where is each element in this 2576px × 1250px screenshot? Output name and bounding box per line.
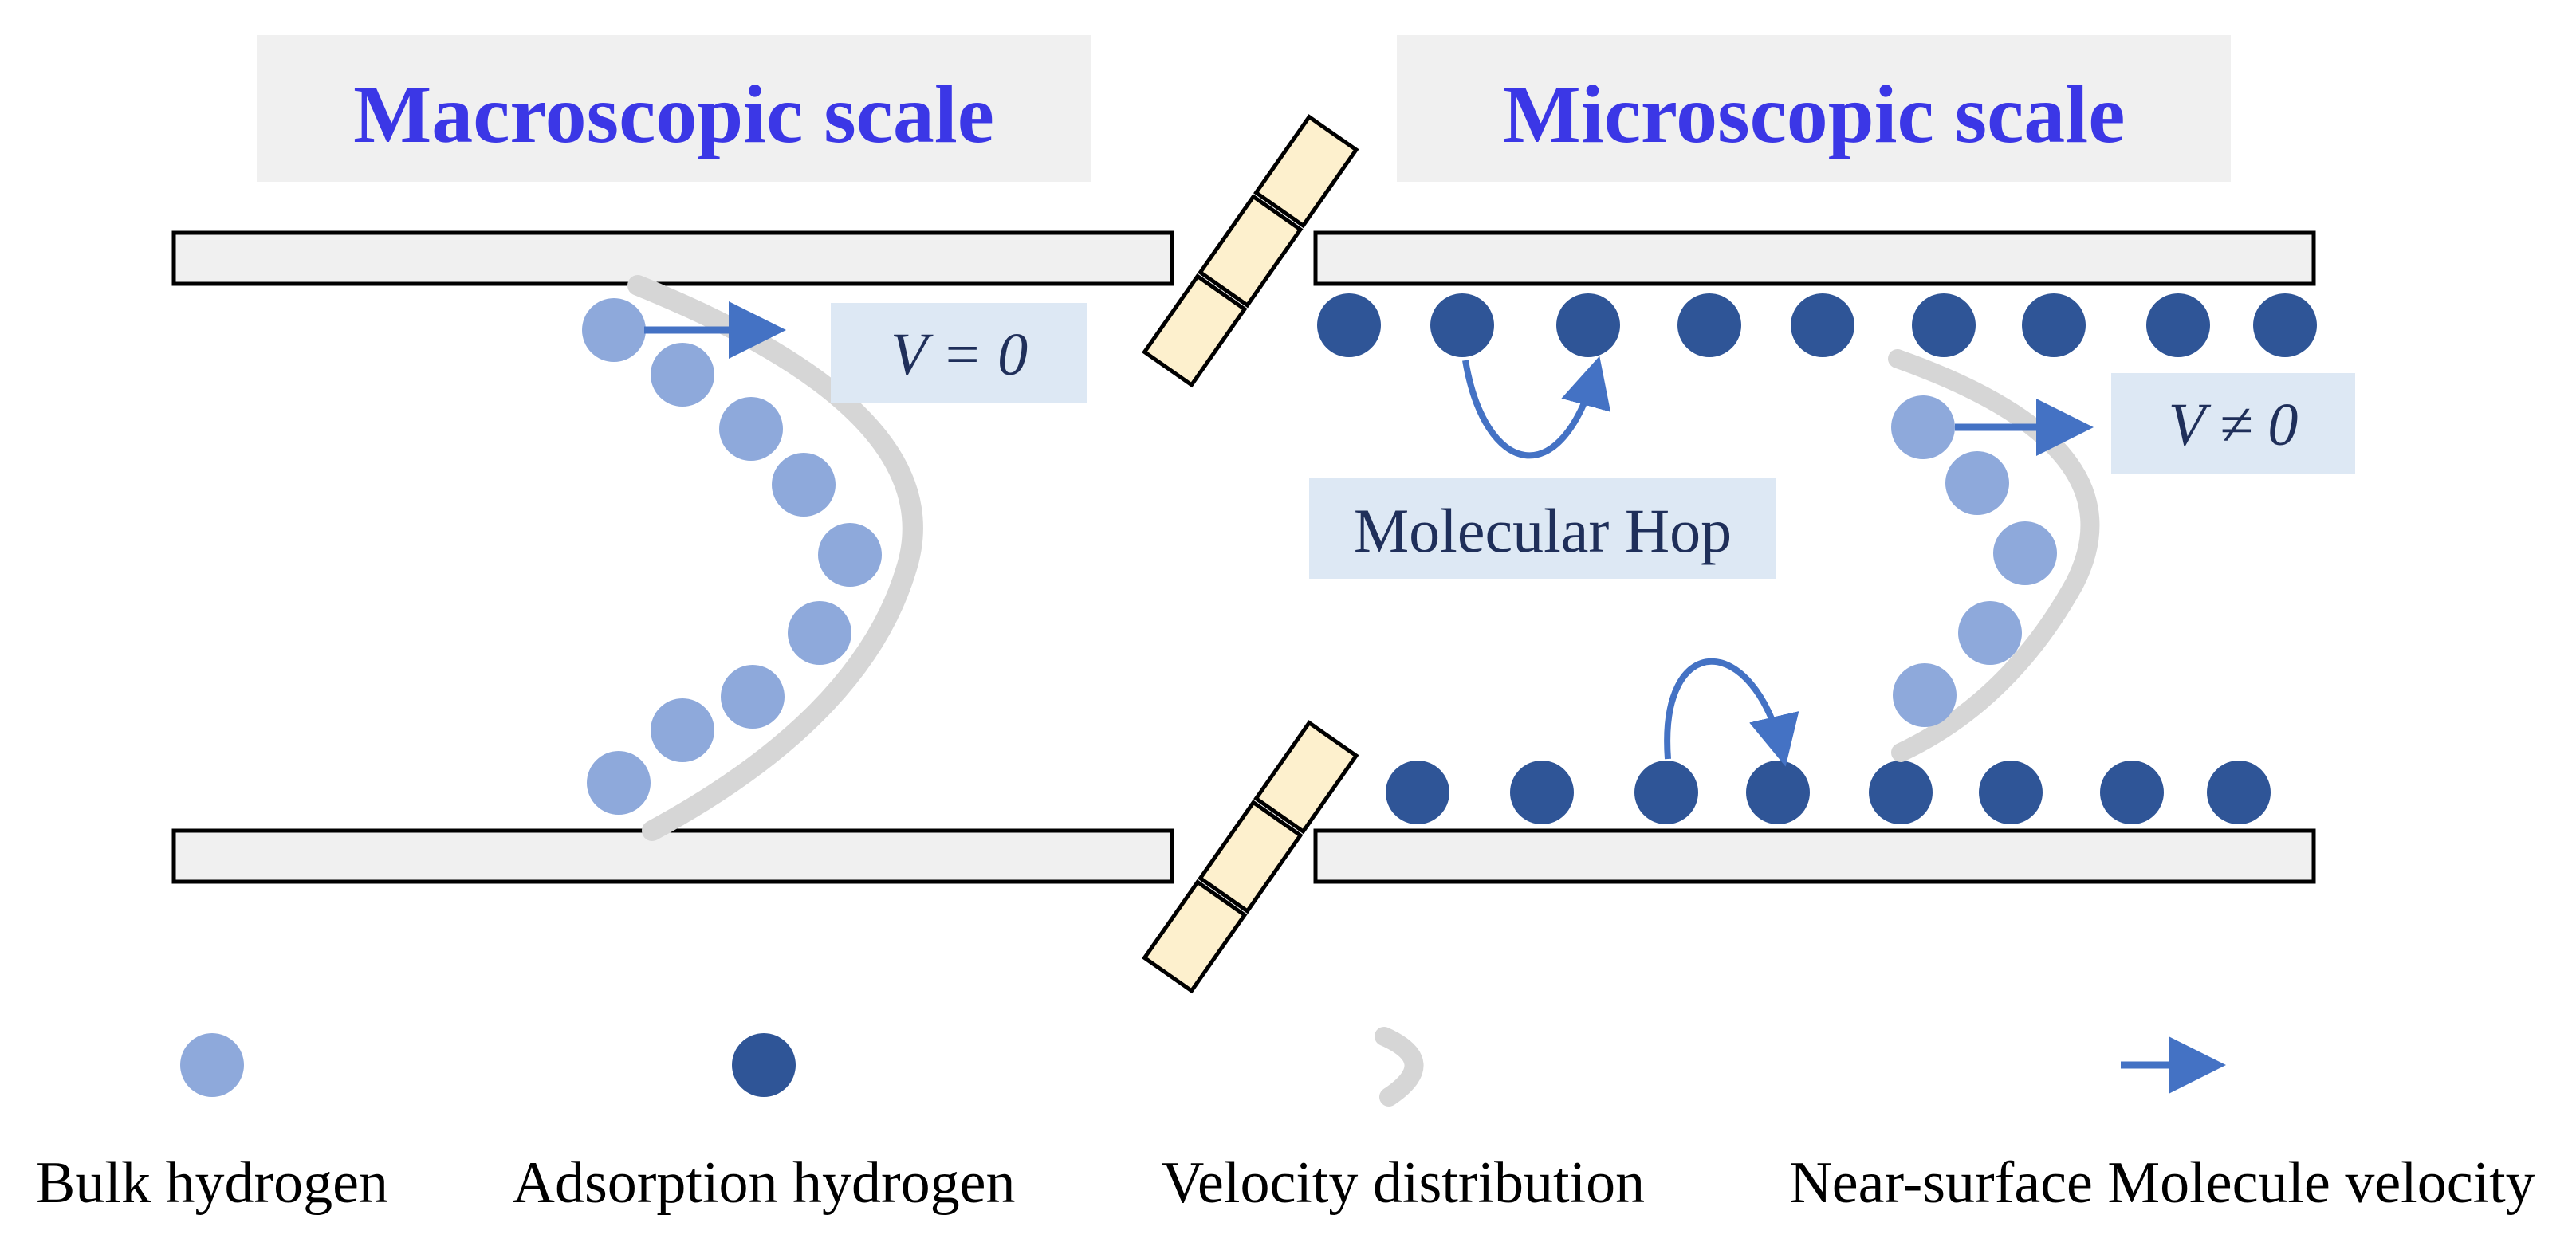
adsorption-hydrogen-molecule bbox=[2253, 293, 2317, 357]
velocity-distribution-legend-icon bbox=[1375, 1027, 1424, 1107]
adsorption-hydrogen-molecule bbox=[1791, 293, 1854, 357]
adsorption-hydrogen-molecule bbox=[2146, 293, 2210, 357]
micro-bulk-hydrogen-group bbox=[1891, 395, 2057, 727]
macro-bulk-hydrogen-group bbox=[582, 298, 882, 815]
macroscopic-title: Macroscopic scale bbox=[353, 69, 994, 160]
bulk-hydrogen-molecule bbox=[788, 601, 851, 665]
bulk-hydrogen-legend-icon bbox=[180, 1033, 244, 1097]
adsorption-hydrogen-molecule bbox=[2022, 293, 2086, 357]
legend: Bulk hydrogen Adsorption hydrogen Veloci… bbox=[36, 1027, 2535, 1216]
adsorption-hydrogen-molecule bbox=[1746, 761, 1810, 824]
adsorption-hydrogen-molecule bbox=[2100, 761, 2164, 824]
macro-bottom-wall bbox=[171, 828, 1174, 884]
micro-bottom-adsorption-row bbox=[1386, 761, 2271, 824]
adsorption-hydrogen-molecule bbox=[1979, 761, 2043, 824]
bulk-hydrogen-molecule bbox=[582, 298, 646, 362]
adsorption-hydrogen-molecule bbox=[2207, 761, 2271, 824]
bulk-hydrogen-molecule bbox=[1891, 395, 1955, 459]
molecular-hop-label: Molecular Hop bbox=[1354, 496, 1732, 565]
v-nonzero-label: V ≠ 0 bbox=[2169, 391, 2299, 458]
bulk-hydrogen-molecule bbox=[772, 453, 836, 517]
micro-bottom-wall bbox=[1313, 828, 2316, 884]
adsorption-hydrogen-molecule bbox=[1869, 761, 1933, 824]
molecular-hop-label-box: Molecular Hop bbox=[1309, 478, 1776, 579]
adsorption-hydrogen-molecule bbox=[1677, 293, 1741, 357]
adsorption-hydrogen-molecule bbox=[1317, 293, 1381, 357]
adsorption-hydrogen-legend-icon bbox=[732, 1033, 796, 1097]
bulk-hydrogen-molecule bbox=[1893, 663, 1957, 727]
micro-top-adsorption-row bbox=[1317, 293, 2317, 357]
macroscopic-title-box: Macroscopic scale bbox=[257, 35, 1091, 182]
adsorption-hydrogen-molecule bbox=[1386, 761, 1449, 824]
bulk-hydrogen-molecule bbox=[1958, 601, 2022, 665]
molecular-hop-arrow-top bbox=[1462, 356, 1611, 459]
bulk-hydrogen-molecule bbox=[1945, 451, 2009, 515]
adsorption-hydrogen-molecule bbox=[1912, 293, 1976, 357]
bulk-hydrogen-molecule bbox=[651, 343, 714, 407]
bulk-hydrogen-molecule bbox=[587, 751, 651, 815]
macro-velocity-distribution-curve bbox=[627, 275, 923, 841]
bulk-hydrogen-molecule bbox=[651, 698, 714, 762]
scale-break-top bbox=[1142, 114, 1359, 388]
near-surface-velocity-legend-label: Near-surface Molecule velocity bbox=[1789, 1150, 2535, 1216]
micro-velocity-distribution-curve bbox=[1888, 349, 2100, 762]
adsorption-hydrogen-legend-label: Adsorption hydrogen bbox=[513, 1150, 1016, 1216]
adsorption-hydrogen-molecule bbox=[1510, 761, 1574, 824]
microscopic-title: Microscopic scale bbox=[1503, 69, 2126, 160]
micro-top-wall bbox=[1313, 230, 2316, 286]
bulk-hydrogen-molecule bbox=[818, 523, 882, 587]
v-nonzero-label-box: V ≠ 0 bbox=[2111, 373, 2355, 474]
adsorption-hydrogen-molecule bbox=[1430, 293, 1494, 357]
velocity-distribution-legend-label: Velocity distribution bbox=[1162, 1150, 1645, 1216]
v-zero-label-box: V = 0 bbox=[831, 303, 1087, 403]
scale-break-bottom bbox=[1142, 720, 1359, 994]
bulk-hydrogen-molecule bbox=[721, 665, 785, 729]
molecular-hop-arrow-bottom bbox=[1664, 658, 1799, 767]
v-zero-label: V = 0 bbox=[891, 321, 1028, 388]
macro-top-wall bbox=[171, 230, 1174, 286]
adsorption-hydrogen-molecule bbox=[1634, 761, 1698, 824]
adsorption-hydrogen-molecule bbox=[1556, 293, 1620, 357]
microscopic-title-box: Microscopic scale bbox=[1397, 35, 2231, 182]
bulk-hydrogen-legend-label: Bulk hydrogen bbox=[36, 1150, 388, 1216]
bulk-hydrogen-molecule bbox=[719, 397, 783, 461]
bulk-hydrogen-molecule bbox=[1993, 521, 2057, 585]
